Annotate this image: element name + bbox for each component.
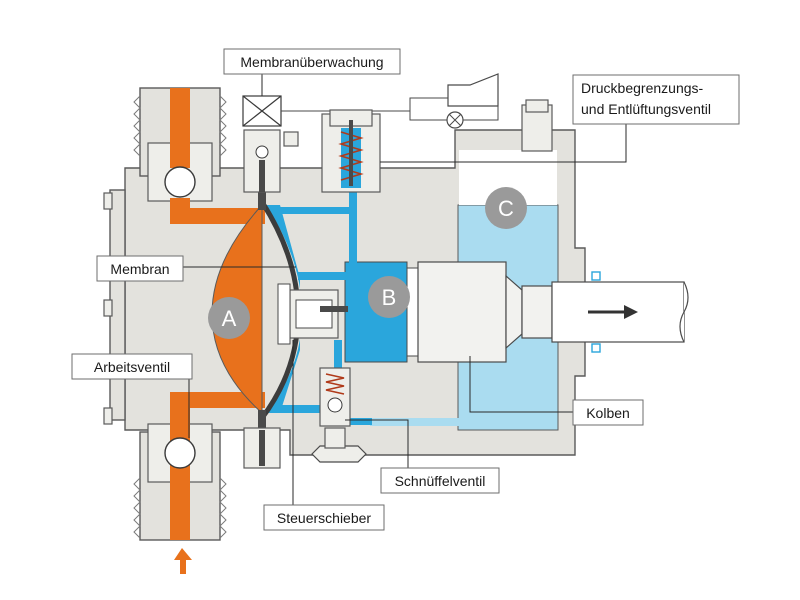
inlet-channel	[170, 398, 190, 540]
label-piston: Kolben	[586, 405, 630, 421]
label-working-valve: Arbeitsventil	[94, 359, 170, 375]
piston-nut	[521, 285, 553, 339]
oil-channel-middle	[298, 272, 348, 280]
signal-line	[463, 106, 499, 121]
oil-channel-bottom	[280, 405, 342, 413]
zone-badge-b	[368, 276, 410, 318]
hydraulic-oil-space	[266, 205, 302, 413]
label-snifter-valve: Schnüffelventil	[395, 473, 486, 489]
leader-snifter-valve	[345, 419, 409, 470]
oil-channel-relief	[349, 190, 357, 264]
snifter-valve-body	[319, 367, 351, 427]
housing-bolt	[103, 299, 113, 317]
rod-seal-top	[591, 271, 601, 281]
label-box-pressure-relief	[572, 74, 740, 125]
label-pressure-relief-line1: Druckbegrenzungs-	[581, 80, 704, 96]
inlet-fluid-channel	[170, 392, 265, 420]
outlet-fluid-channel	[170, 198, 265, 224]
zone-label-a: A	[222, 306, 237, 331]
snifter-valve-spring	[325, 373, 345, 395]
outlet-valve-ball	[164, 166, 196, 198]
piston-seal	[406, 267, 420, 357]
vent-screw-head	[525, 99, 549, 113]
zone-label-b: B	[382, 285, 397, 310]
zone-badge-a	[208, 297, 250, 339]
membrane-clamp	[258, 192, 266, 210]
rod-seal-bottom	[591, 343, 601, 353]
snifter-valve-ball	[327, 397, 343, 413]
reservoir-oil-channel	[370, 418, 460, 426]
membrane-sensor-ball	[255, 145, 269, 159]
piston-direction-arrowhead-icon	[624, 305, 638, 319]
membrane-sensor-cross-icon	[242, 95, 282, 127]
zone-label-c: C	[498, 196, 514, 221]
housing-bolt	[103, 192, 113, 210]
vent-screw	[521, 104, 553, 152]
label-membrane-monitoring: Membranüberwachung	[240, 54, 383, 70]
control-slide-cap	[277, 283, 291, 345]
snifter-valve-nut	[311, 445, 367, 463]
piston-rod-break	[679, 281, 689, 343]
oil-channel-top	[276, 207, 356, 214]
label-box-membrane	[96, 255, 184, 282]
control-slide-spool	[295, 299, 333, 329]
membrane-sensor-stem	[259, 160, 265, 192]
inlet-valve-ball	[164, 437, 196, 469]
membrane-clamp	[258, 410, 266, 428]
signal-lamp-cross	[448, 113, 462, 127]
outlet-channel	[170, 88, 190, 168]
leader-piston	[469, 356, 573, 413]
housing-bolt	[103, 407, 113, 425]
label-box-membrane-monitoring	[223, 48, 401, 75]
snifter-valve-neck	[324, 427, 346, 449]
snifter-to-reservoir	[342, 418, 372, 425]
label-box-piston	[572, 399, 644, 426]
lower-sensor-stem	[259, 430, 265, 466]
label-box-snifter-valve	[380, 467, 500, 494]
label-box-working-valve	[71, 353, 193, 380]
control-slide-rod	[320, 306, 348, 312]
label-box-control-slide	[263, 504, 385, 531]
label-control-slide: Steuerschieber	[277, 510, 372, 526]
label-pressure-relief-line2: und Entlüftungsventil	[581, 101, 711, 117]
membrane-sensor-fitting	[283, 131, 299, 147]
zone-badge-c	[485, 187, 527, 229]
leader-pressure-relief	[380, 123, 627, 163]
inlet-pipe-thread	[133, 477, 227, 539]
piston	[417, 261, 507, 363]
inlet-direction-arrow-icon	[174, 548, 192, 574]
relief-valve-stem	[349, 120, 353, 186]
label-membrane: Membran	[110, 261, 169, 277]
relief-valve-spring	[338, 131, 364, 181]
pressure-switch-icon	[447, 73, 499, 107]
outlet-pipe-thread	[133, 95, 227, 157]
